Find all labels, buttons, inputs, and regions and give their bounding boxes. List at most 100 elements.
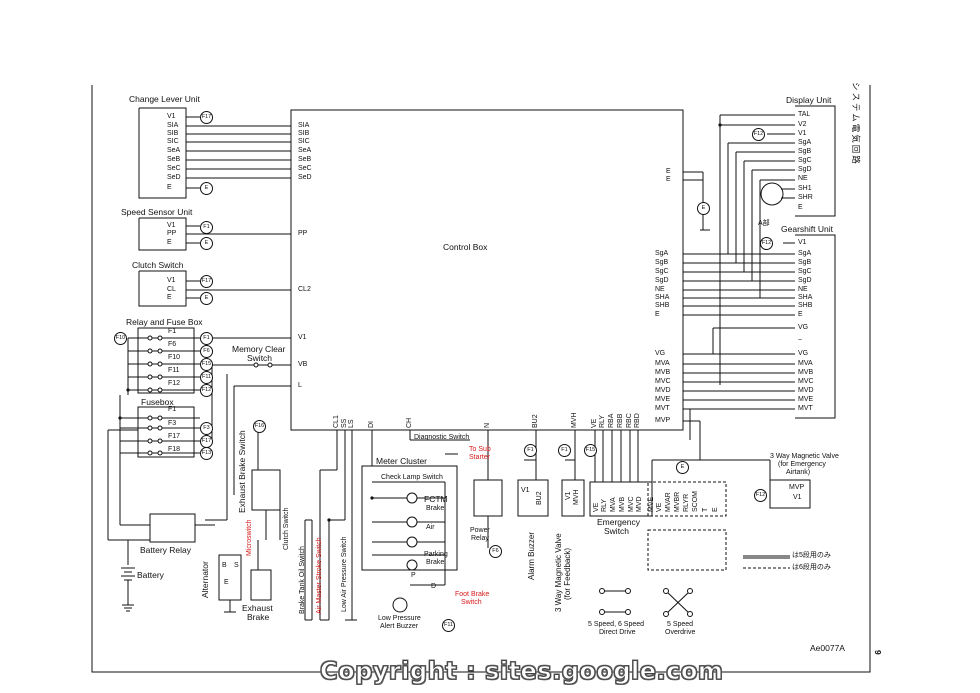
copyright-watermark: Copyright : sites.google.com xyxy=(319,657,724,686)
control-box-bottom-pin-label: RLY xyxy=(599,414,606,428)
figure-code: Ae0077A xyxy=(810,643,845,653)
gearshift-pin-label: MVD xyxy=(798,387,814,394)
meter-cluster-title: Meter Cluster xyxy=(376,456,428,466)
legend-6speed: は6段用のみ xyxy=(792,564,831,571)
parking-p: P xyxy=(411,572,416,579)
control-box-bottom-pin-label: CH xyxy=(406,417,413,428)
low-air-pressure-switch-label: Low Air Pressure Switch xyxy=(341,536,348,612)
mvh-mvh: MVH xyxy=(573,489,580,505)
fusebox-fuse-label: F18 xyxy=(168,446,181,453)
fuse-ref-f13: F13 xyxy=(200,447,213,460)
relay-fuse-box-title: Relay and Fuse Box xyxy=(126,317,203,327)
control-box-right-pin-label: SgD xyxy=(655,277,669,284)
fuse-ref-f17b: F17 xyxy=(200,275,213,288)
brake-tank-oil-switch-label: Brake Tank Oil Switch xyxy=(299,546,306,614)
change-lever-pin-label: SIA xyxy=(167,122,179,129)
gearshift-pin-label: ~ xyxy=(798,337,803,344)
control-box-pin-label: SIB xyxy=(298,130,310,137)
control-box-pin-label: SeD xyxy=(298,174,312,181)
check-lamp-switch-label: Check Lamp Switch xyxy=(381,474,443,481)
control-box-pin-label: SIC xyxy=(298,138,310,145)
control-box-right-pin-label: MVT xyxy=(655,405,670,412)
fuse-ref-f16: F16 xyxy=(253,420,266,433)
connector-circles xyxy=(147,335,693,617)
exhaust-brake-label-2: Brake xyxy=(247,612,270,622)
foot-brake-switch-2: Switch xyxy=(461,599,482,606)
display-unit-pin-label: SgD xyxy=(798,166,812,173)
control-box-right-pin-label: SgB xyxy=(655,259,669,266)
fuse-ref-f17: F17 xyxy=(200,111,213,124)
emergency-top-pin-label: SCOM xyxy=(692,491,699,512)
vb-pin: VB xyxy=(298,361,308,368)
display-unit-pin-label: SgB xyxy=(798,148,812,155)
power-relay-v1: V1 xyxy=(521,487,530,494)
clutch-switch-pin-label: V1 xyxy=(167,277,176,284)
fuse-ref-f10: F10 xyxy=(114,332,127,345)
display-unit-pin-label: SH1 xyxy=(798,185,812,192)
relay-fuse-label: F11 xyxy=(168,367,180,374)
power-relay-1: Power xyxy=(470,527,490,534)
control-box-right-pin-label: SgC xyxy=(655,268,669,275)
control-box-right-pin-label: MVD xyxy=(655,387,671,394)
control-box-right-pin-label: SgA xyxy=(655,250,669,257)
memory-clear-title-2: Switch xyxy=(247,353,273,363)
relay-fuse-label: F12 xyxy=(168,380,181,387)
gearshift-pin-label: VG xyxy=(798,324,809,331)
fuse-ref-f12-gear: F12 xyxy=(760,237,773,250)
relay-fuse-label: F6 xyxy=(168,341,177,348)
speed-sensor-pin-label: PP xyxy=(167,230,177,237)
air-master-stroke-switch-label: Air Master Stroke Switch xyxy=(316,537,323,614)
control-box-right-pin-label: SHA xyxy=(655,294,670,301)
emergency-top-pin-label: MVC xyxy=(628,496,635,512)
gearshift-pin-label: V1 xyxy=(798,239,807,246)
parking-label-1: Parking xyxy=(424,551,448,558)
direct-drive-1: 5 Speed, 6 Speed xyxy=(588,621,645,628)
display-unit-pin-label: NE xyxy=(798,175,808,182)
control-box-right-pin-label: MVC xyxy=(655,378,671,385)
parking-d: D xyxy=(431,583,437,590)
ground-e-1: E xyxy=(200,182,213,195)
gearshift-pin-label: SgC xyxy=(798,268,812,275)
clutch-switch-title: Clutch Switch xyxy=(132,260,184,270)
gearshift-pin-label: SgA xyxy=(798,250,812,257)
emergency-top-pin-label: MVB xyxy=(619,496,626,512)
japanese-title: システム電気回路 xyxy=(851,82,861,166)
clutch-switch-pin-label: CL xyxy=(167,286,176,293)
control-box-bottom-pin-label: N xyxy=(484,422,491,428)
gearshift-pin-label: SgD xyxy=(798,277,812,284)
gearshift-pin-label: SgB xyxy=(798,259,812,266)
control-box-pin-label: SeB xyxy=(298,156,312,163)
control-box-outline xyxy=(290,109,684,431)
fusebox-fuse-label: F17 xyxy=(168,433,181,440)
low-pressure-alert-2: Alert Buzzer xyxy=(380,623,419,630)
gearshift-pin-label: MVT xyxy=(798,405,813,412)
display-unit-title: Display Unit xyxy=(786,95,832,105)
gearshift-pin-label: MVE xyxy=(798,396,814,403)
three-way-valve-em-3: Airtank) xyxy=(786,469,811,476)
exhaust-brake-switch-label: Exhaust Brake Switch xyxy=(237,430,247,513)
memory-clear-title-1: Memory Clear xyxy=(232,344,286,354)
three-way-valve-fb-1: 3 Way Magnetic Valve xyxy=(554,533,563,612)
relay-fuse-label: F10 xyxy=(168,354,181,361)
three-way-valve-em-2: (for Emergency xyxy=(778,461,826,468)
control-box-bottom-pin-label: RBB xyxy=(617,413,624,428)
v1-pin: V1 xyxy=(298,334,307,341)
fuse-ref-f11: F11 xyxy=(200,371,213,384)
exhaust-brake-label-1: Exhaust xyxy=(242,603,273,613)
change-lever-pin-label: SeB xyxy=(167,156,181,163)
gearshift-pin-label: NE xyxy=(798,286,808,293)
relay-fuse-label: F1 xyxy=(168,328,177,335)
power-relay-2: Relay xyxy=(471,535,489,542)
change-lever-unit-title: Change Lever Unit xyxy=(129,94,200,104)
brake-label: Brake xyxy=(426,505,445,512)
control-box-pin-label: SIA xyxy=(298,122,310,129)
gearshift-pin-label: MVC xyxy=(798,378,814,385)
display-unit-pin-label: SgC xyxy=(798,157,812,164)
control-box-right-pin-label: MVB xyxy=(655,369,671,376)
power-relay-bu2: BU2 xyxy=(536,491,543,505)
alternator-label: Alternator xyxy=(200,561,210,598)
gearshift-pin-label: SHB xyxy=(798,302,813,309)
gearshift-unit-title: Gearshift Unit xyxy=(781,224,833,234)
display-unit-pin-label: SgA xyxy=(798,139,812,146)
